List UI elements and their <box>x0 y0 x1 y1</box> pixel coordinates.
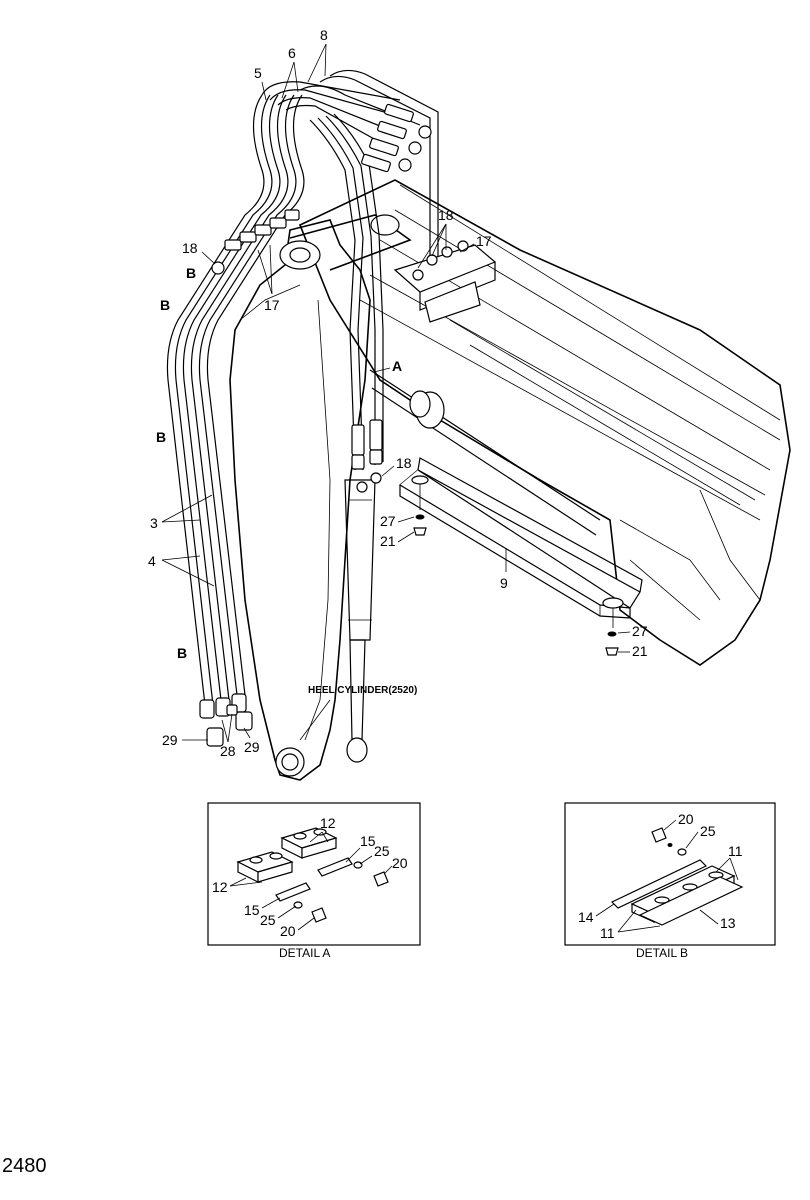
marker-b-4: B <box>177 645 187 661</box>
detail-a-panel: 12 12 15 25 20 15 25 20 DETAIL A <box>207 802 421 960</box>
callout-12-a-left: 12 <box>212 879 228 895</box>
callout-21-right: 21 <box>632 643 648 659</box>
callout-27-right: 27 <box>632 623 648 639</box>
detail-b-caption: DETAIL B <box>636 946 688 960</box>
clamp-block-a <box>393 240 497 323</box>
callout-20-b: 20 <box>678 811 694 827</box>
callout-9: 9 <box>500 575 508 591</box>
marker-b-2: B <box>160 297 170 313</box>
callout-29-right: 29 <box>244 739 260 755</box>
callout-13-b: 13 <box>720 915 736 931</box>
callout-3: 3 <box>150 515 158 531</box>
marker-b-3: B <box>156 429 166 445</box>
callout-29-left: 29 <box>162 732 178 748</box>
callout-25-b: 25 <box>700 823 716 839</box>
callout-8: 8 <box>320 27 328 43</box>
callout-12-a-top: 12 <box>320 815 336 831</box>
callout-18-top: 18 <box>438 207 454 223</box>
callout-20-a-bottom: 20 <box>280 923 296 939</box>
callout-6: 6 <box>288 45 296 61</box>
callout-20-a-top: 20 <box>392 855 408 871</box>
callout-18-mid: 18 <box>396 455 412 471</box>
callouts: 8 6 5 18 17 18 17 B B B B A 18 3 4 <box>148 27 648 759</box>
callout-17-top: 17 <box>476 233 492 249</box>
callout-15-a-top: 15 <box>360 833 376 849</box>
hose-guard <box>398 457 643 656</box>
callout-11-b-bottom: 11 <box>600 925 615 941</box>
heel-cylinder-label: HEEL CYLINDER(2520) <box>308 685 417 696</box>
callout-4: 4 <box>148 553 156 569</box>
callout-5: 5 <box>254 65 262 81</box>
page-number: 2480 <box>2 1155 47 1177</box>
detail-b-panel: 20 25 11 14 11 13 DETAIL B <box>564 802 776 960</box>
detail-a-caption: DETAIL A <box>279 946 330 960</box>
callout-14-b: 14 <box>578 909 594 925</box>
callout-28: 28 <box>220 743 236 759</box>
marker-b-1: B <box>186 265 196 281</box>
arm-structure <box>229 214 412 781</box>
callout-18-left: 18 <box>182 240 198 256</box>
callout-21-mid: 21 <box>380 533 396 549</box>
hose-bundle-left <box>166 81 401 747</box>
callout-15-a-bottom: 15 <box>244 902 260 918</box>
callout-27-mid: 27 <box>380 513 396 529</box>
callout-17-left: 17 <box>264 297 280 313</box>
heel-cylinder <box>344 369 601 763</box>
callout-11-b-top: 11 <box>728 843 743 859</box>
marker-a: A <box>392 358 402 374</box>
callout-25-a-top: 25 <box>374 843 390 859</box>
hose-bundle-right <box>299 69 439 493</box>
callout-25-a-bottom: 25 <box>260 912 276 928</box>
